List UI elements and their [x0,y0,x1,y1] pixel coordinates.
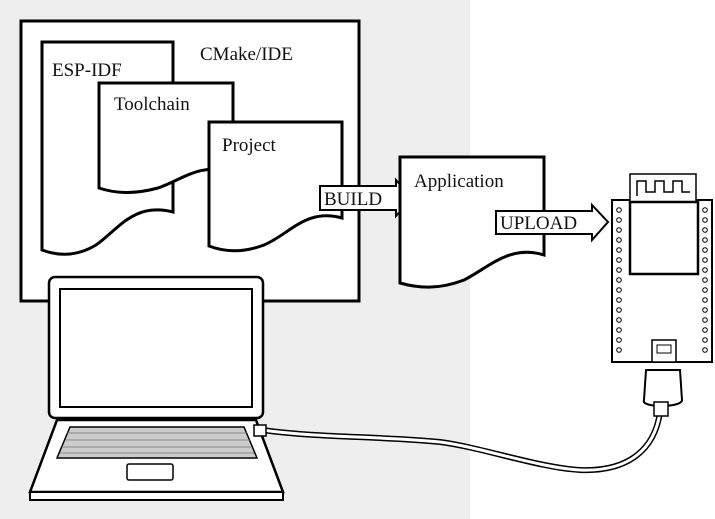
upload-arrow [495,202,610,243]
board-pin-headers [616,207,708,353]
esp-idf-label: ESP-IDF [52,60,122,81]
dev-board-icon [611,173,713,363]
upload-label: UPLOAD [500,213,577,234]
toolchain-label: Toolchain [114,94,190,115]
cmake-ide-label: CMake/IDE [200,44,293,65]
project-label: Project [222,135,277,156]
application-document-icon [398,155,546,289]
application-label: Application [414,171,504,192]
keyboard-icon [55,426,259,459]
laptop-screen [59,288,253,408]
laptop-usb-plug [253,424,267,437]
antenna-trace [636,180,690,196]
touchpad-icon [126,463,174,481]
module-shield-icon [628,200,700,276]
usb-connector-inner [656,344,672,354]
project-document-icon [207,120,344,253]
keyboard-keys [60,432,254,454]
antenna-icon [629,173,697,203]
build-label: BUILD [324,189,382,210]
laptop-front-edge [29,491,284,501]
usb-cable-inner [260,410,662,472]
board-usb-plug [642,369,684,407]
board-usb-plug-neck [653,401,669,417]
laptop-icon [28,275,285,501]
